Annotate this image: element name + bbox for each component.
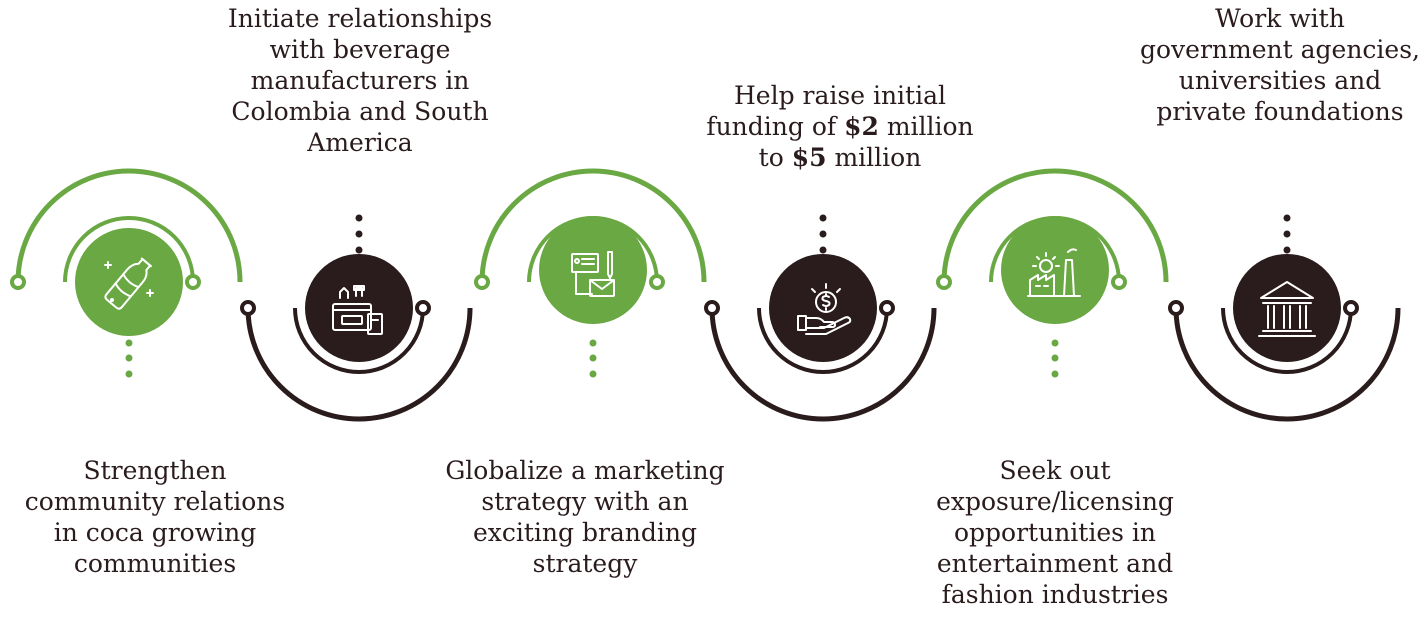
step-4-caption-line: funding of $2 million <box>706 112 974 141</box>
step-5-badge <box>1001 216 1109 324</box>
step-5-left-end-dot <box>936 274 952 290</box>
step-1-outer-arc <box>15 168 243 283</box>
step-2-right-end-dot <box>415 300 431 316</box>
step-5-outer-arc <box>941 168 1169 283</box>
step-5-dots <box>1051 339 1059 378</box>
step-4 <box>704 214 937 422</box>
step-4-outer-arc <box>709 307 937 422</box>
step-2 <box>240 214 473 422</box>
grocery-basket-icon <box>332 285 383 335</box>
step-6-caption-line: government agencies, <box>1140 35 1420 64</box>
step-4-caption-line: Help raise initial <box>734 81 946 110</box>
step-4-right-end-dot <box>879 300 895 316</box>
step-3-caption: Globalize a marketing strategy with an e… <box>435 455 735 579</box>
government-building-icon <box>1258 281 1316 337</box>
step-5-caption-line: exposure/licensing <box>936 487 1174 516</box>
step-5-caption: Seek out exposure/licensing opportunitie… <box>915 455 1195 610</box>
step-2-outer-arc <box>245 307 473 422</box>
step-5-caption-line: entertainment and <box>936 549 1174 578</box>
step-4-caption: Help raise initial funding of $2 million… <box>690 80 990 173</box>
step-4-left-end-dot <box>704 300 720 316</box>
step-6-right-end-dot <box>1343 300 1359 316</box>
step-1-left-end-dot <box>10 274 26 290</box>
industry-factory-icon <box>1027 248 1081 297</box>
step-3-caption-line: strategy with an <box>481 487 689 516</box>
step-5-caption-line: opportunities in <box>953 518 1156 547</box>
step-1-caption-line: communities <box>73 549 237 578</box>
step-1-caption-line: community relations <box>24 487 286 516</box>
branding-documents-icon <box>571 251 615 297</box>
step-3-caption-line: Globalize a marketing <box>445 456 725 485</box>
step-3-dots <box>589 339 597 378</box>
step-3-outer-arc <box>479 168 707 283</box>
step-3-caption-line: strategy <box>532 549 638 578</box>
step-6 <box>1168 214 1401 422</box>
step-3-badge <box>539 216 647 324</box>
funding-hand-coin-icon <box>797 283 852 335</box>
step-6-caption-line: private foundations <box>1156 97 1404 126</box>
step-3-left-end-dot <box>474 274 490 290</box>
step-2-caption: Initiate relationships with beverage man… <box>205 3 515 158</box>
step-6-caption: Work with government agencies, universit… <box>1130 3 1426 127</box>
step-6-caption-line: universities and <box>1178 66 1382 95</box>
step-1-dots <box>125 339 133 378</box>
step-5-caption-line: fashion industries <box>941 580 1169 609</box>
step-2-left-end-dot <box>240 300 256 316</box>
step-4-badge <box>769 254 877 362</box>
step-1-caption-line: Strengthen <box>83 456 227 485</box>
step-2-dots <box>355 214 363 254</box>
step-4-caption-line: to $5 million <box>758 143 922 172</box>
step-4-dots <box>819 214 827 254</box>
step-1-caption-line: in coca growing <box>53 518 257 547</box>
step-1-caption: Strengthen community relations in coca g… <box>5 455 305 579</box>
step-3 <box>474 168 707 378</box>
step-6-badge <box>1233 254 1341 362</box>
step-1 <box>10 168 243 378</box>
step-6-left-end-dot <box>1168 300 1184 316</box>
step-2-caption-line: with beverage <box>269 35 451 64</box>
step-4-inner-arc <box>757 307 889 374</box>
step-6-dots <box>1283 214 1291 254</box>
step-2-caption-line: manufacturers in <box>250 66 470 95</box>
step-2-inner-arc <box>293 307 425 374</box>
step-2-badge <box>305 254 413 362</box>
step-3-right-end-dot <box>649 274 665 290</box>
step-5-right-end-dot <box>1111 274 1127 290</box>
step-2-caption-line: Initiate relationships <box>227 4 493 33</box>
step-6-inner-arc <box>1221 307 1353 374</box>
soda-bottle-icon <box>104 257 154 310</box>
step-6-caption-line: Work with <box>1215 4 1345 33</box>
step-5 <box>936 168 1169 378</box>
step-3-caption-line: exciting branding <box>472 518 698 547</box>
step-5-caption-line: Seek out <box>999 456 1111 485</box>
step-2-caption-line: America <box>307 128 413 157</box>
step-6-outer-arc <box>1173 307 1401 422</box>
step-1-right-end-dot <box>185 274 201 290</box>
step-2-caption-line: Colombia and South <box>231 97 489 126</box>
step-1-inner-arc <box>63 216 195 283</box>
